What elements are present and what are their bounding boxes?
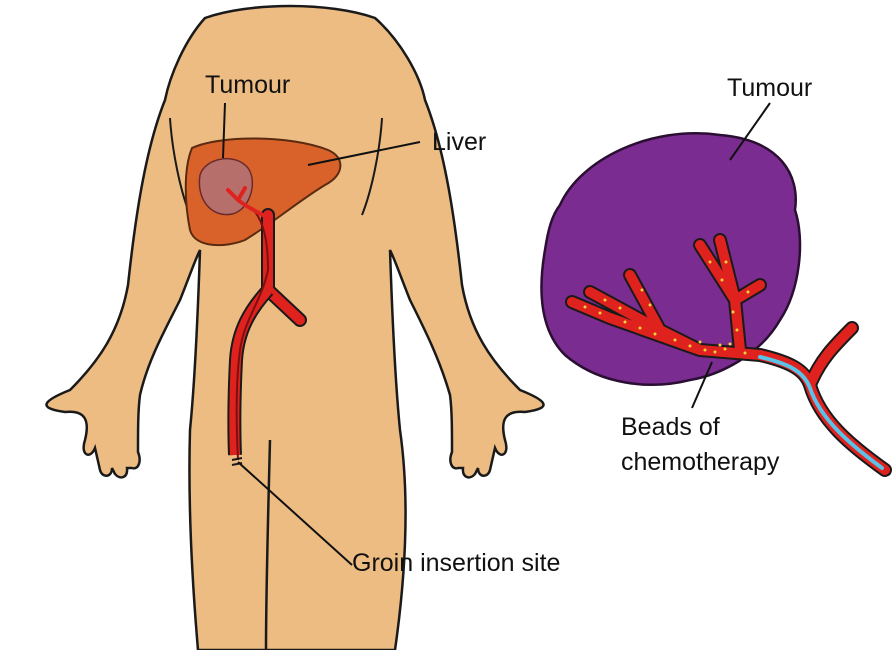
label-liver: Liver xyxy=(432,127,486,157)
label-beads-line2: chemotherapy xyxy=(621,447,779,477)
label-groin-insertion-site: Groin insertion site xyxy=(352,548,560,578)
label-tumour-detail: Tumour xyxy=(727,73,812,103)
label-tumour-body: Tumour xyxy=(205,70,290,100)
label-beads-line1: Beads of xyxy=(621,412,720,442)
